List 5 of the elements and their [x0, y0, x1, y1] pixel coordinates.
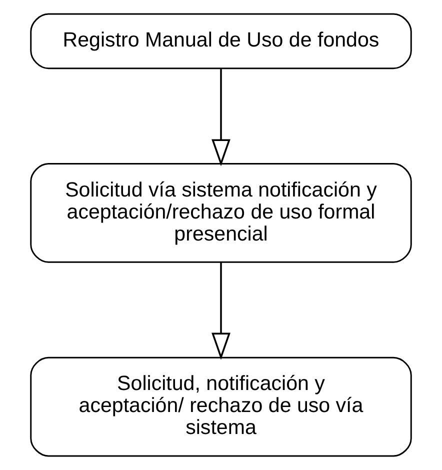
node-box: Solicitud, notificación y aceptación/ rechazo de uso vía sistema	[30, 356, 412, 457]
node-box: Registro Manual de Uso de fondos	[30, 13, 412, 70]
node-box: Solicitud vía sistema notificación y aceptación/rechazo de uso formal presencial	[30, 163, 412, 263]
arrow	[212, 262, 230, 360]
arrow	[212, 69, 230, 166]
